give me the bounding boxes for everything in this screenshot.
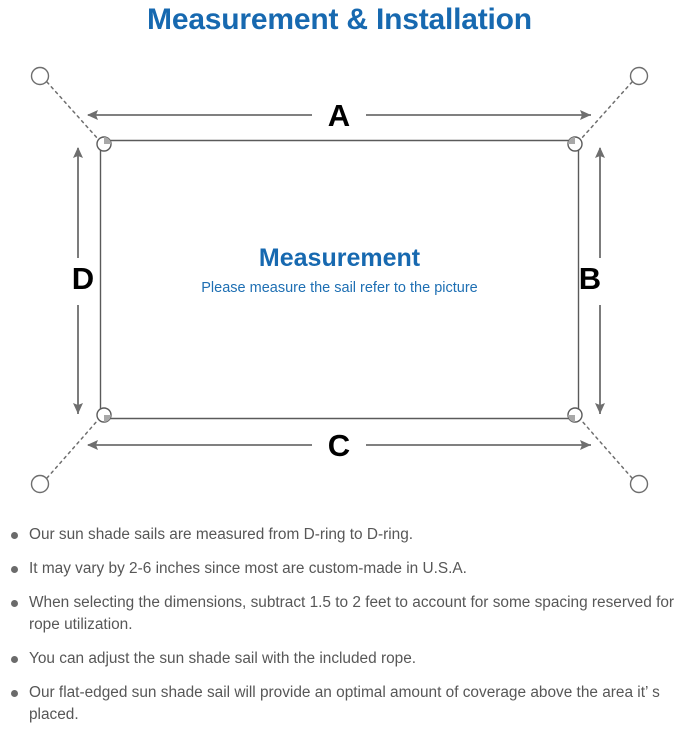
sail-outline	[99, 139, 580, 420]
measurement-diagram: A B C D Measurement Please measure the s…	[30, 66, 649, 494]
rope-lines	[46, 81, 633, 479]
anchor-point-top-right	[629, 66, 649, 86]
note-item: Our flat-edged sun shade sail will provi…	[0, 682, 679, 726]
anchor-point-bottom-right	[629, 474, 649, 494]
bullet-icon	[11, 566, 18, 573]
note-text: Our sun shade sails are measured from D-…	[29, 526, 414, 543]
anchor-point-top-left	[30, 66, 50, 86]
sail-center-subtext: Please measure the sail refer to the pic…	[201, 280, 478, 296]
note-text: You can adjust the sun shade sail with t…	[29, 650, 417, 667]
note-item: It may vary by 2-6 inches since most are…	[0, 558, 679, 580]
dimension-label-b: B	[578, 261, 602, 296]
note-text: When selecting the dimensions, subtract …	[29, 594, 675, 633]
note-item: Our sun shade sails are measured from D-…	[0, 524, 679, 546]
page-title: Measurement & Installation	[147, 3, 532, 36]
note-item: When selecting the dimensions, subtract …	[0, 592, 679, 636]
dimension-label-c: C	[327, 428, 351, 463]
diagram-svg	[30, 66, 649, 494]
dimension-label-d: D	[71, 261, 95, 296]
d-ring-top-left	[96, 136, 112, 152]
d-ring-top-right	[567, 136, 583, 152]
anchor-point-bottom-left	[30, 474, 50, 494]
d-ring-bottom-left	[96, 407, 112, 423]
bullet-icon	[11, 656, 18, 663]
note-text: Our flat-edged sun shade sail will provi…	[29, 684, 660, 723]
bullet-icon	[11, 532, 18, 539]
note-item: You can adjust the sun shade sail with t…	[0, 648, 679, 670]
dimension-label-a: A	[327, 98, 351, 133]
bullet-icon	[11, 600, 18, 607]
sail-center-heading: Measurement	[258, 244, 421, 272]
bullet-icon	[11, 690, 18, 697]
note-text: It may vary by 2-6 inches since most are…	[29, 560, 467, 577]
d-ring-bottom-right	[567, 407, 583, 423]
notes-list: Our sun shade sails are measured from D-…	[0, 524, 679, 738]
